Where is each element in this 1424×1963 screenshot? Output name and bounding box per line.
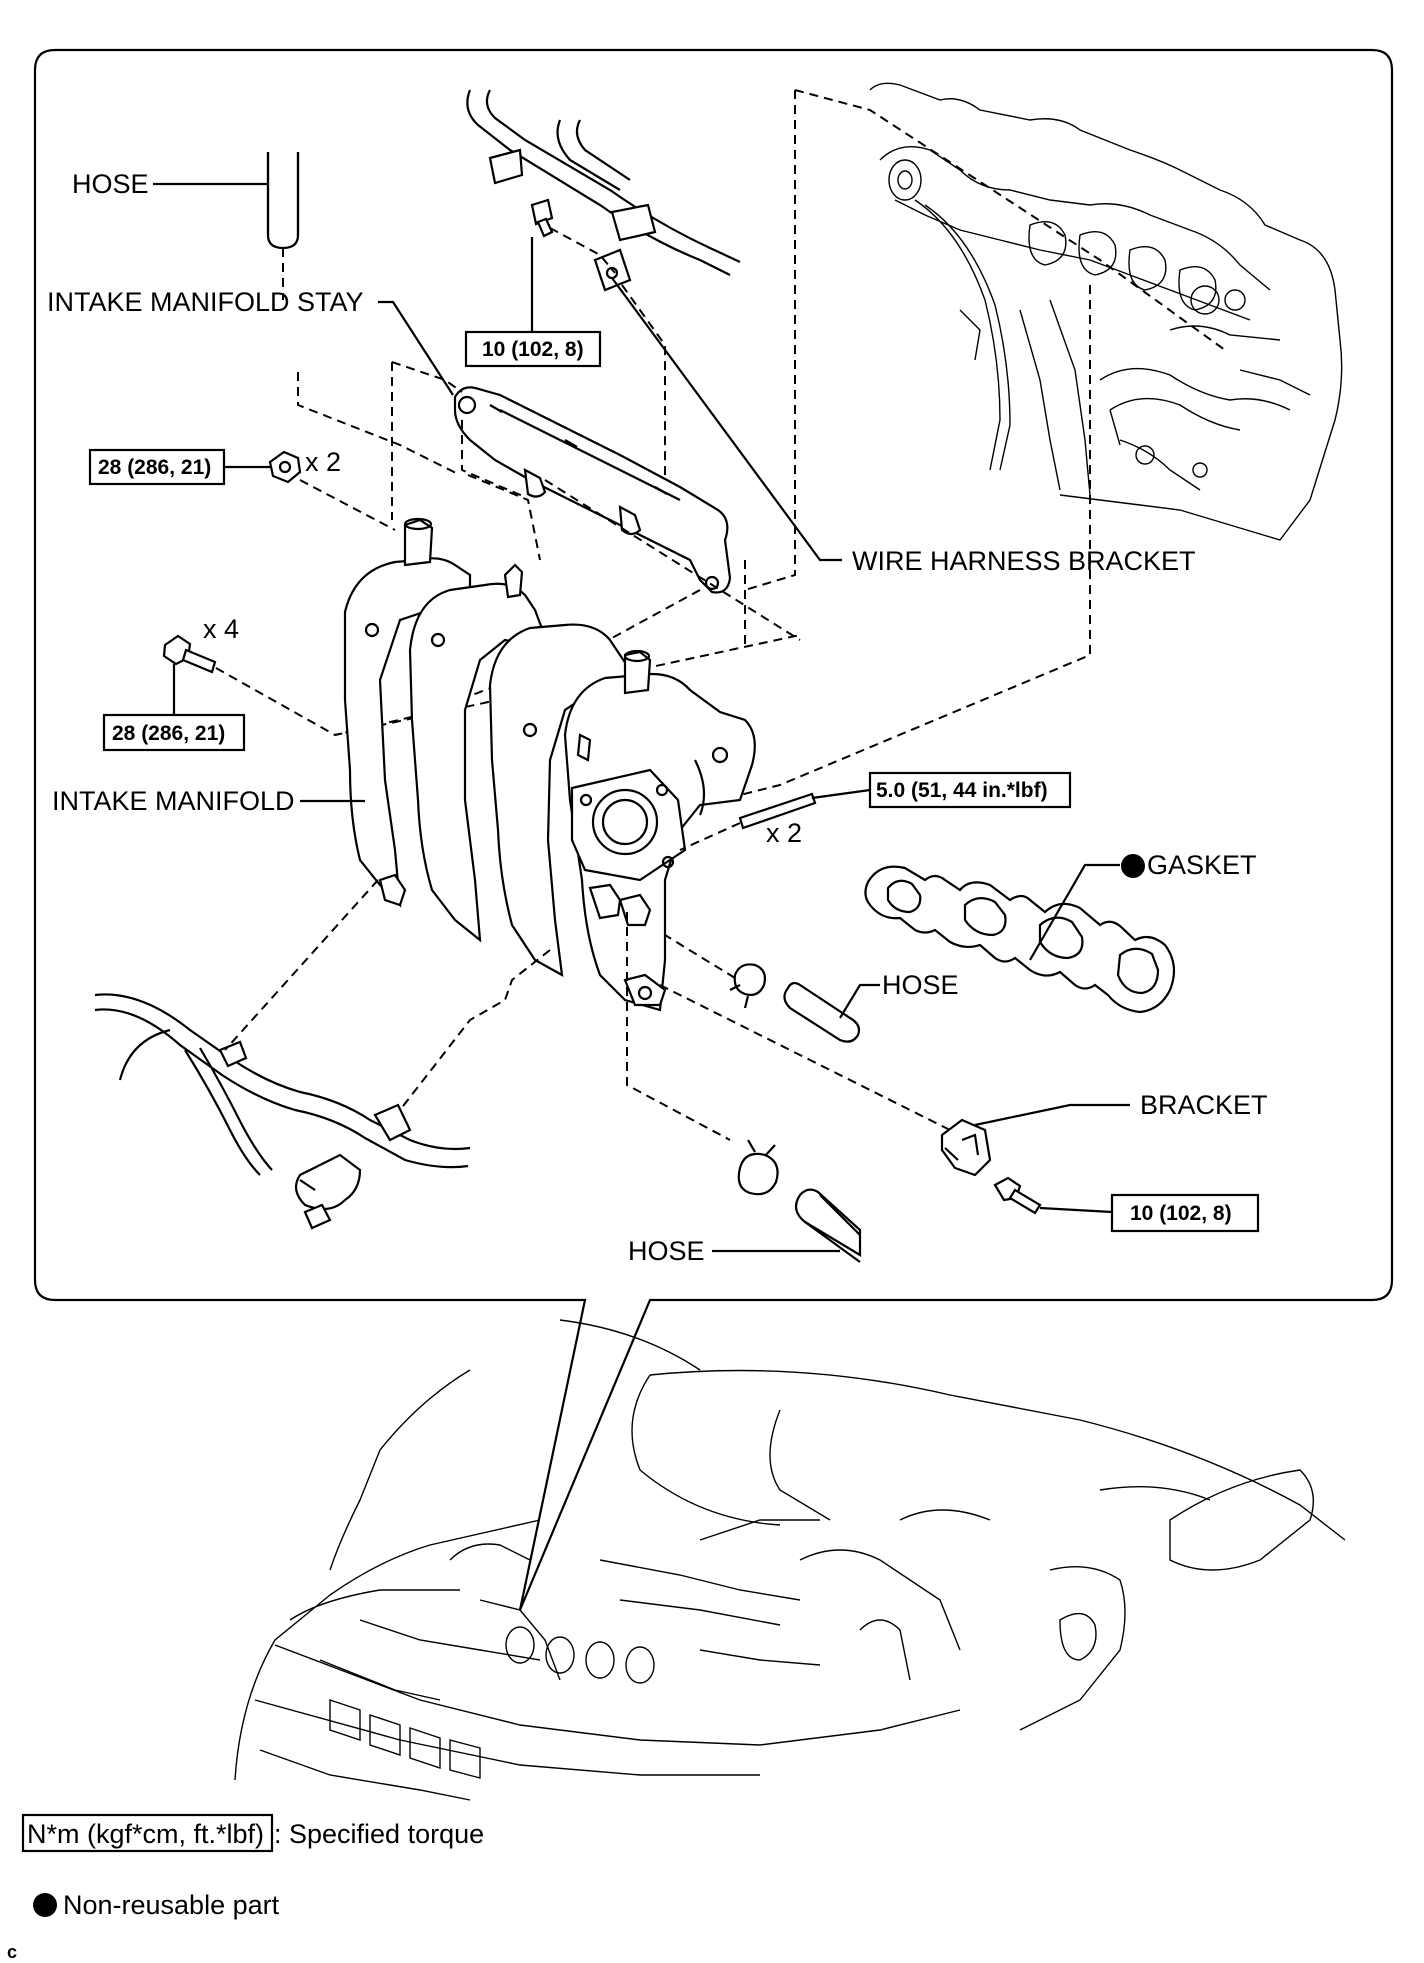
qty-bolt: x 4	[203, 614, 239, 644]
torque-bolt-bracket-leader	[1039, 1206, 1113, 1214]
bracket-part	[940, 1118, 992, 1177]
engine-bay-dash-2	[794, 89, 1226, 351]
bolt-top-part	[530, 198, 554, 238]
torque-stud-box	[868, 771, 1072, 809]
harness-dash-2	[399, 949, 551, 1111]
engine-bay-dash-1	[744, 90, 796, 591]
legend-nonreusable-text: Non-reusable part	[63, 1890, 280, 1920]
stay-dash-5	[467, 474, 541, 561]
wire-bracket-label: WIRE HARNESS BRACKET	[852, 546, 1196, 576]
intake-manifold-part	[343, 517, 756, 1012]
torque-bolt-bracket-box	[1110, 1193, 1260, 1233]
stay-label: INTAKE MANIFOLD STAY	[47, 287, 364, 317]
torque-bolt-bracket-text: 10 (102, 8)	[1130, 1202, 1232, 1225]
legend-torque-desc: : Specified torque	[274, 1819, 484, 1849]
clamp-mid-part	[729, 963, 767, 1009]
hose-bottom-label: HOSE	[628, 1236, 705, 1266]
hose-top-part	[266, 152, 300, 300]
wire-bracket-leader	[611, 277, 842, 562]
legend-torque-box-text: N*m (kgf*cm, ft.*lbf)	[27, 1819, 264, 1849]
hose-mid-part	[783, 981, 861, 1043]
stay-dash-6	[544, 479, 801, 641]
engine-bay-dash-3	[719, 285, 1091, 801]
harness-dash-1	[224, 879, 379, 1051]
hose-mid-dash	[664, 934, 736, 979]
torque-bolt-top-box	[464, 330, 602, 368]
engine-bay-inset	[869, 82, 1343, 541]
stud-part	[738, 792, 817, 830]
bolt-bracket-part	[993, 1176, 1042, 1215]
intake-manifold-label: INTAKE MANIFOLD	[52, 786, 295, 816]
bolt-top-dash	[549, 227, 616, 274]
bracket-leader	[974, 1103, 1130, 1127]
hose-top-label: HOSE	[72, 169, 149, 199]
gasket-nonreusable-mark	[1121, 854, 1145, 878]
callout-frame	[33, 48, 1394, 1611]
torque-stud-leader	[811, 788, 871, 800]
legend-nonreusable-mark	[33, 1893, 57, 1917]
stud-dash	[679, 822, 741, 851]
torque-bolt-manifold-text: 28 (286, 21)	[112, 722, 225, 745]
nut-dash	[299, 479, 396, 531]
intake-manifold-stay-part	[453, 386, 732, 594]
torque-bolt-manifold-box	[102, 713, 246, 752]
hose-bottom-dash	[626, 912, 731, 1141]
stay-dash-4	[461, 420, 526, 498]
qty-stud: x 2	[766, 818, 802, 848]
legend-torque-box	[21, 1813, 274, 1853]
torque-bolt-top-text: 10 (102, 8)	[482, 338, 584, 361]
torque-nut-box	[88, 448, 226, 486]
bracket-dash	[659, 984, 951, 1131]
hose-mid-leader	[839, 983, 880, 1019]
bolt-manifold-part	[162, 634, 217, 674]
torque-nut-text: 28 (286, 21)	[98, 456, 211, 479]
hose-bottom-part	[794, 1188, 862, 1263]
stay-dash-1	[297, 372, 461, 476]
lower-harness-part	[94, 993, 471, 1230]
vehicle-part	[234, 1319, 1346, 1801]
clamp-bottom-part	[737, 1139, 779, 1196]
bracket-label: BRACKET	[1140, 1090, 1268, 1120]
corner-mark: c	[7, 1942, 17, 1962]
torque-stud-text: 5.0 (51, 44 in.*lbf)	[876, 779, 1048, 802]
hose-mid-label: HOSE	[882, 970, 959, 1000]
stay-leader	[378, 300, 454, 396]
nut-stay-part	[268, 450, 302, 484]
gasket-label: GASKET	[1147, 850, 1257, 880]
gasket-part	[864, 865, 1176, 1014]
stay-dash-3	[391, 361, 463, 393]
gasket-leader	[1029, 863, 1120, 961]
qty-nut: x 2	[305, 447, 341, 477]
